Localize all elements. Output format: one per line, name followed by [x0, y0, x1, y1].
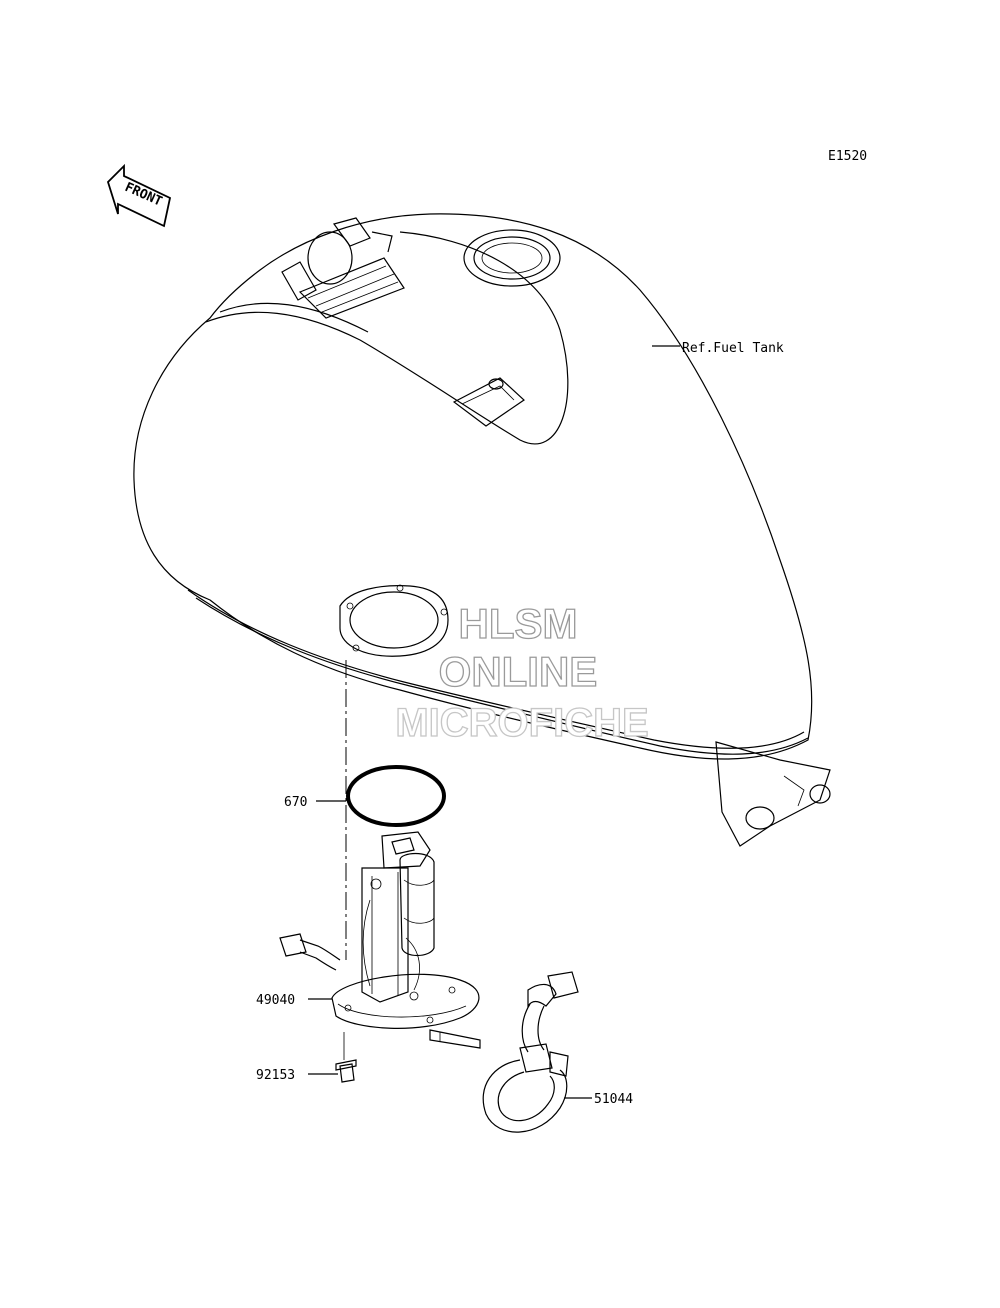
ref-fuel-tank-label: Ref.Fuel Tank	[682, 341, 784, 356]
diagram-code: E1520	[828, 149, 867, 164]
part-number-670: 670	[284, 795, 307, 810]
front-direction-arrow: FRONT	[106, 163, 172, 228]
part-number-92153: 92153	[256, 1068, 295, 1083]
fuel-tank	[133, 213, 831, 847]
o-ring-670	[346, 765, 446, 827]
watermark: HLSM ONLINE MICROFICHE	[395, 599, 650, 745]
watermark-line-1: HLSM	[459, 600, 578, 647]
fuel-hose-51044	[482, 971, 579, 1133]
watermark-line-3: MICROFICHE	[395, 701, 648, 745]
part-number-51044: 51044	[594, 1092, 633, 1107]
bolt-92153	[335, 1032, 357, 1083]
part-number-49040: 49040	[256, 993, 295, 1008]
watermark-line-2: ONLINE	[439, 648, 598, 695]
fuel-pump-49040	[279, 831, 481, 1049]
